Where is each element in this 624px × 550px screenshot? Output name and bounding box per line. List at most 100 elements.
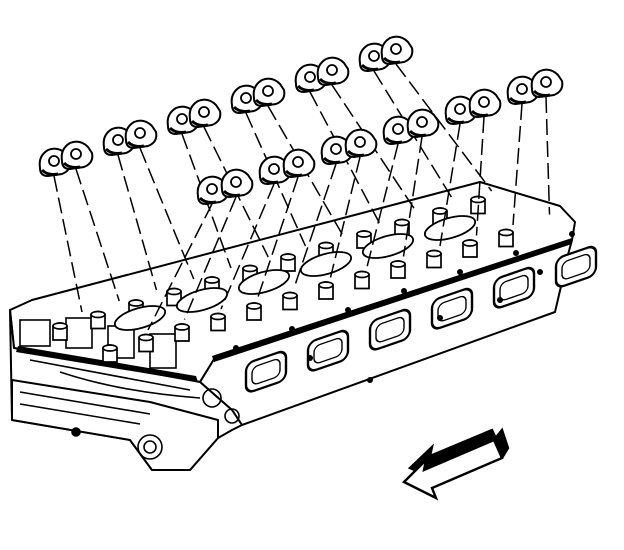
spring-tower-cap xyxy=(390,260,406,268)
spring-tower xyxy=(280,253,296,272)
rocker-row-left-bank xyxy=(38,35,414,178)
rocker-arm xyxy=(468,88,502,119)
valve-seat xyxy=(237,269,291,295)
guide-line xyxy=(117,154,158,291)
guide-line xyxy=(439,123,461,247)
spring-tower-cap xyxy=(174,323,190,331)
spring-tower xyxy=(354,270,370,290)
rocker-pivot xyxy=(326,64,338,76)
head-edge-rail xyxy=(16,238,572,382)
rocker-tip xyxy=(470,109,489,117)
valve-seat-pockets xyxy=(113,215,477,331)
spring-tower-cap xyxy=(282,291,298,300)
rocker-tip xyxy=(222,189,241,197)
spring-tower-cap xyxy=(138,333,154,342)
exhaust-ports xyxy=(244,245,598,393)
rocker-tip xyxy=(296,84,315,92)
spring-tower xyxy=(210,312,226,332)
rocker-tip xyxy=(382,56,401,64)
rocker-arm xyxy=(316,56,350,87)
rocker-arm xyxy=(530,68,564,99)
bolt-hole xyxy=(345,307,351,313)
rocker-arm xyxy=(282,148,316,179)
spring-tower xyxy=(102,344,118,363)
exhaust-port-inner xyxy=(313,337,343,364)
rocker-tip xyxy=(360,63,379,71)
guide-line xyxy=(75,168,120,302)
guide-line xyxy=(220,183,275,310)
bolt-hole xyxy=(233,345,239,351)
spring-tower-cap xyxy=(210,312,226,321)
spring-tower-cap xyxy=(318,281,334,289)
spring-tower xyxy=(462,239,478,258)
spring-tower xyxy=(498,228,514,248)
valve-seat xyxy=(423,215,477,241)
rocker-tip xyxy=(408,129,427,137)
rocker-pivot xyxy=(454,103,466,115)
spring-tower-cap xyxy=(128,299,144,307)
rocker-tip xyxy=(104,147,123,155)
rocker-pivot xyxy=(304,71,316,83)
spring-tower xyxy=(138,333,154,353)
rocker-arm xyxy=(124,119,158,150)
rocker-tip xyxy=(190,119,209,127)
rocker-pivot xyxy=(134,127,146,139)
rocker-pivot xyxy=(354,136,366,148)
rocker-pivot xyxy=(240,92,252,104)
rocker-tip xyxy=(532,89,551,97)
spring-tower xyxy=(174,323,190,342)
rocker-tip xyxy=(384,136,403,144)
spring-tower xyxy=(52,322,68,341)
rocker-pivot xyxy=(516,83,528,95)
rocker-tip xyxy=(346,149,365,157)
rocker-pivot xyxy=(206,183,218,195)
front-direction-arrow xyxy=(401,427,510,501)
guide-line xyxy=(183,196,237,320)
rocker-tip xyxy=(318,77,337,85)
rocker-tip xyxy=(254,98,273,106)
rocker-pivot xyxy=(70,148,82,160)
rocker-tip xyxy=(322,156,341,164)
rocker-pivot xyxy=(48,155,60,167)
spring-tower xyxy=(246,302,262,321)
bolt-hole xyxy=(457,269,463,275)
spring-tower-cap xyxy=(242,264,258,273)
rocker-tip xyxy=(198,196,217,204)
rocker-arm xyxy=(380,35,414,66)
spring-tower xyxy=(90,310,106,330)
bolt-hole xyxy=(497,297,503,303)
bolt-hole xyxy=(537,269,543,275)
bolt-hole xyxy=(289,326,295,332)
rocker-tip xyxy=(40,168,59,176)
spring-tower-cap xyxy=(280,253,296,261)
spring-tower-cap xyxy=(246,302,262,310)
rocker-pivot xyxy=(112,134,124,146)
spring-tower xyxy=(390,260,406,279)
spring-tower-cap xyxy=(102,344,118,352)
bolt-hole xyxy=(569,231,575,237)
valve-seat xyxy=(113,305,167,331)
rocker-pivot xyxy=(268,163,280,175)
rocker-tip xyxy=(446,116,465,124)
bolt-hole xyxy=(401,288,407,294)
guide-line xyxy=(139,147,195,280)
rocker-tip xyxy=(232,105,251,113)
rocker-pivot xyxy=(230,176,242,188)
bolt-hole xyxy=(513,250,519,256)
spring-tower-cap xyxy=(462,239,478,247)
rocker-pivot xyxy=(262,85,274,97)
guide-line xyxy=(53,175,83,313)
rocker-row-right-bank xyxy=(196,68,564,206)
rocker-arm xyxy=(252,77,286,108)
bolt-hole xyxy=(437,315,443,321)
rocker-pivot xyxy=(416,116,428,128)
rocker-pivot xyxy=(540,76,552,88)
rocker-arm-sets xyxy=(38,35,564,206)
rocker-pivot xyxy=(330,143,342,155)
spring-tower xyxy=(426,249,442,269)
exhaust-port xyxy=(368,308,412,351)
spring-tower xyxy=(356,230,372,249)
head-lower-flange xyxy=(11,379,219,471)
